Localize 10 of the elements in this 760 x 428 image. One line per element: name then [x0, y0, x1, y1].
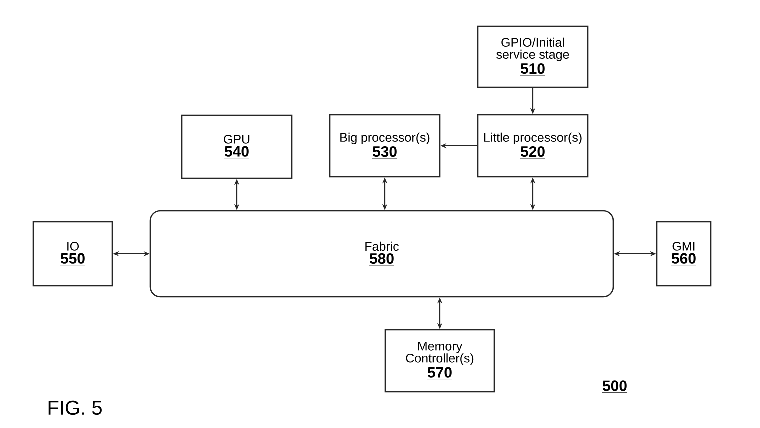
- figure-label: FIG. 5: [48, 400, 102, 416]
- component-box: IO 550: [32, 221, 114, 287]
- component-box: Big processor(s) 530: [329, 114, 441, 178]
- component-box: Little processor(s) 520: [477, 114, 589, 178]
- component-box: GPU 540: [181, 114, 293, 180]
- component-box: Memory Controller(s) 570: [384, 329, 496, 393]
- component-box: GPIO/Initial service stage 510: [477, 26, 589, 88]
- reference-number: 500: [602, 380, 628, 393]
- component-box: GMI 560: [656, 221, 712, 287]
- fabric-box: Fabric 580: [150, 210, 614, 298]
